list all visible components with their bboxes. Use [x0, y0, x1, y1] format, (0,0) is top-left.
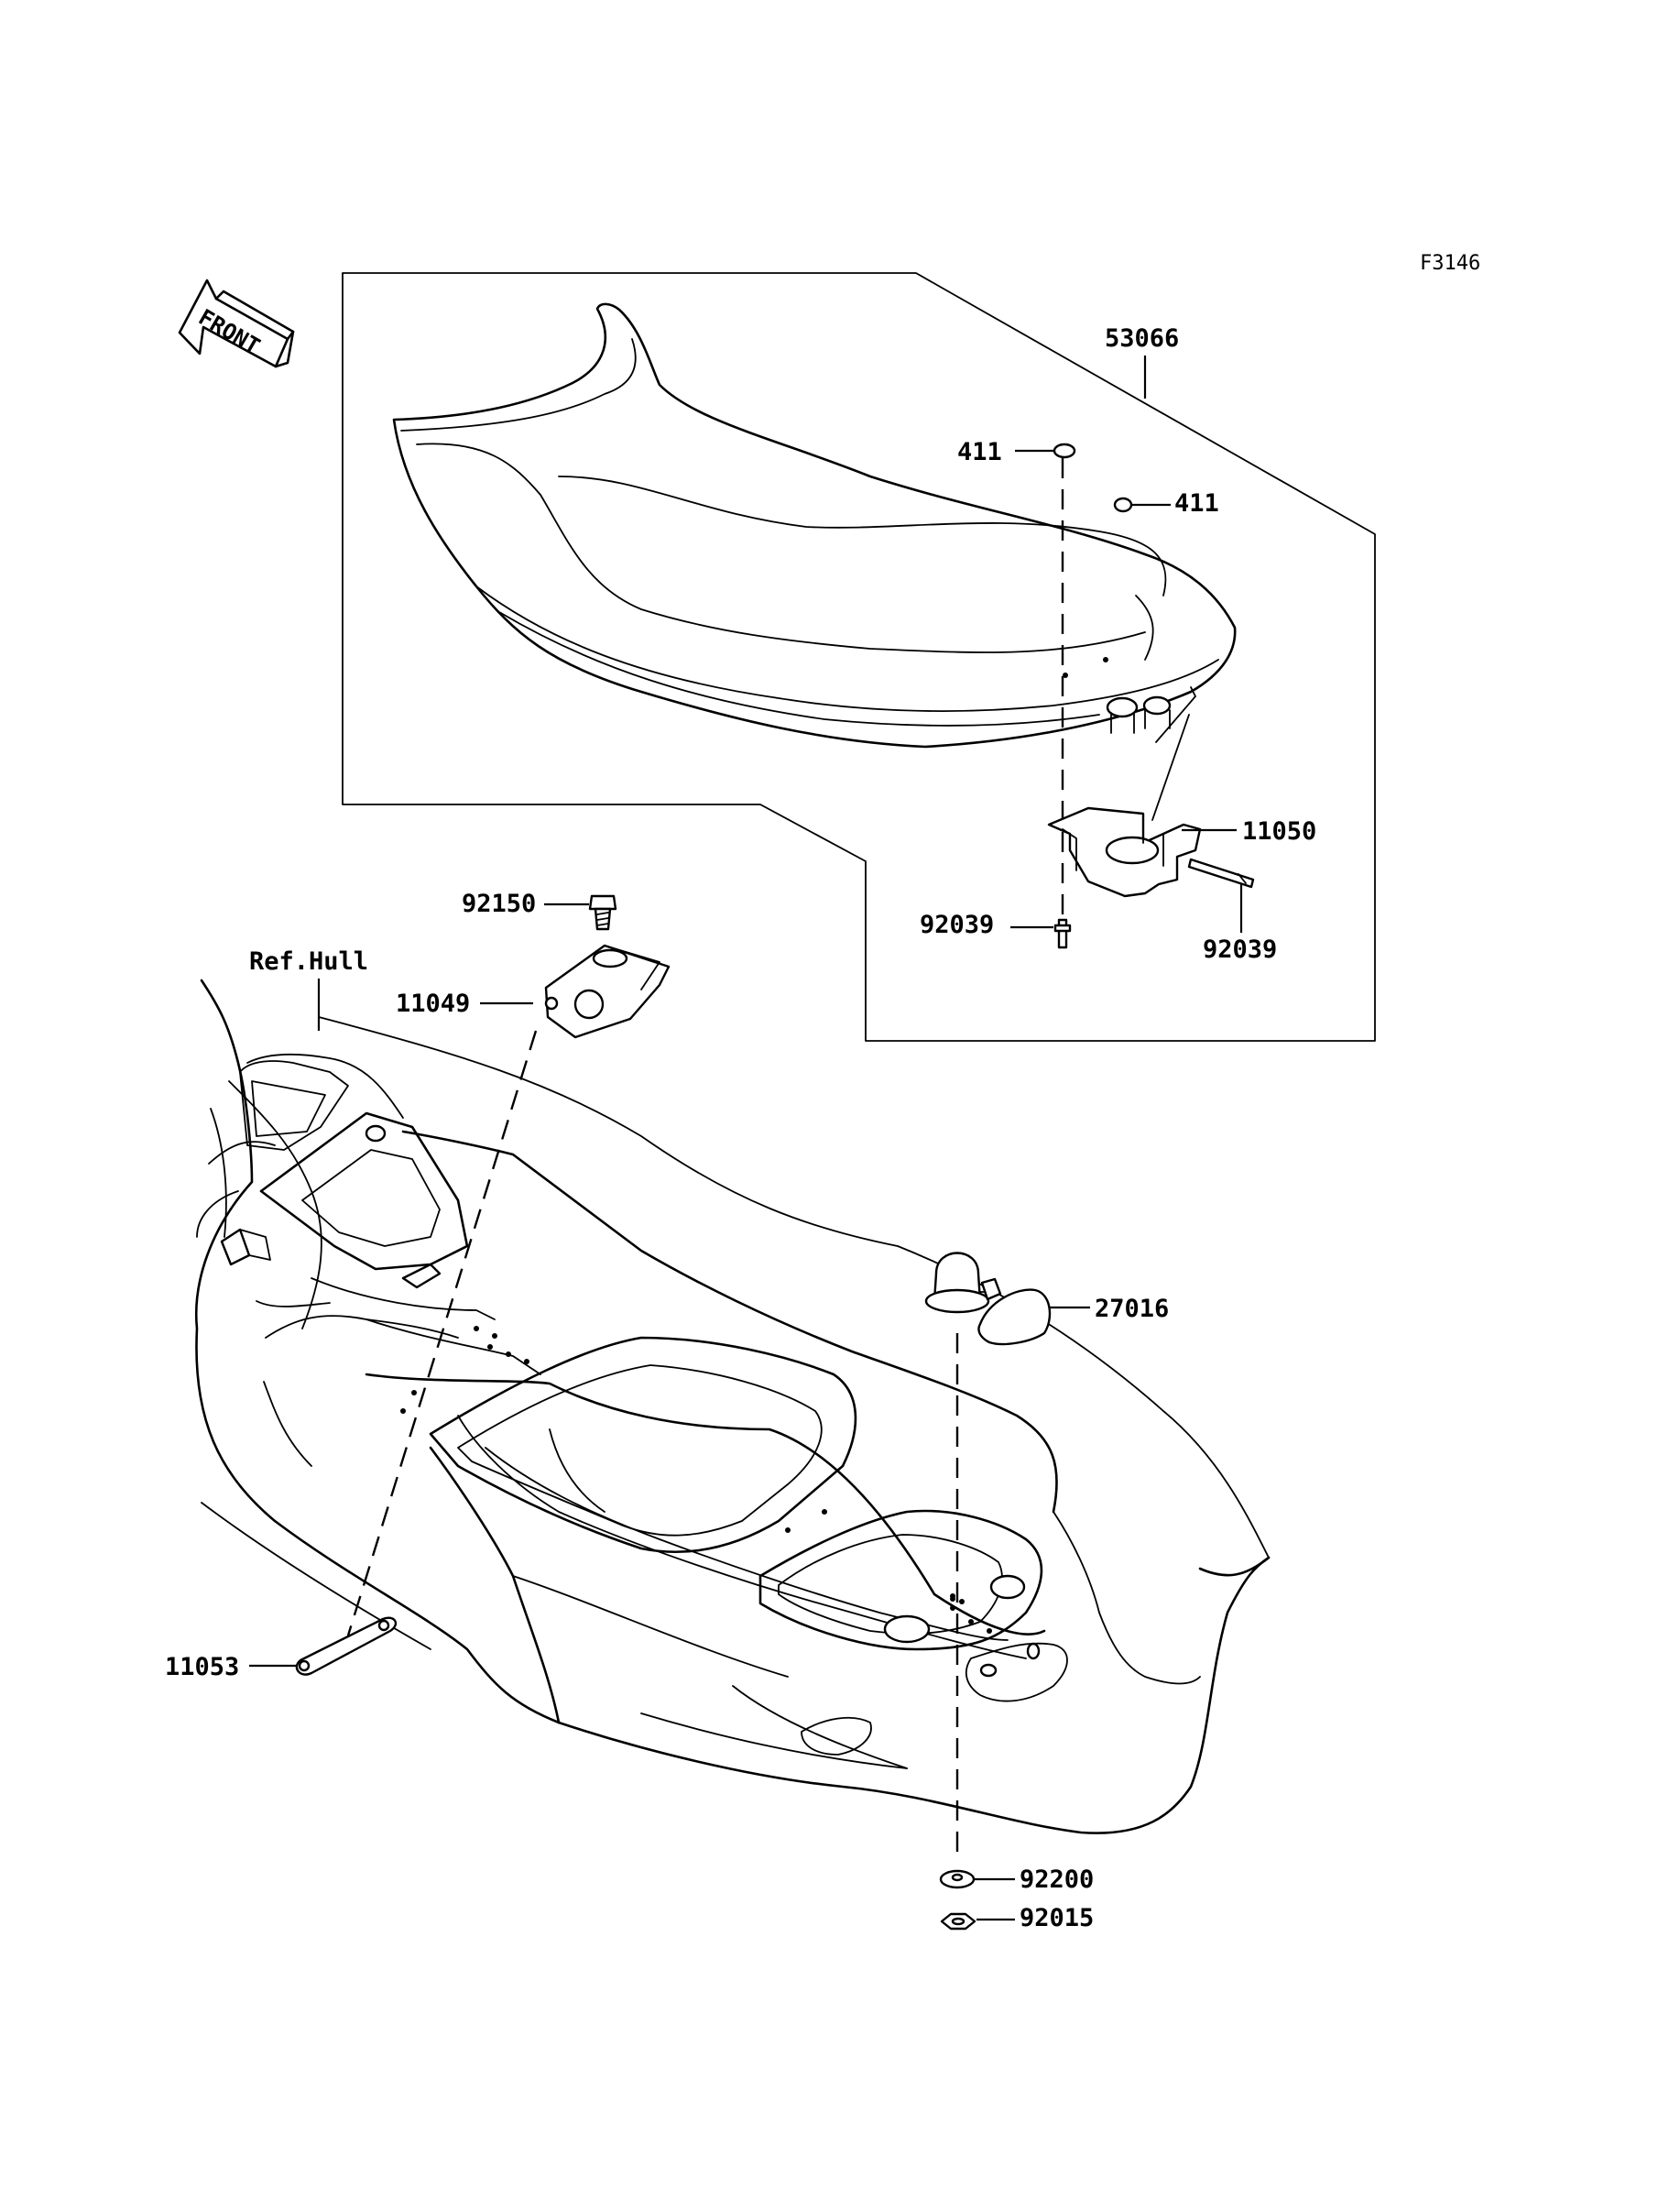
front-label: FRONT	[194, 304, 265, 359]
label-27016: 27016	[1095, 1295, 1169, 1323]
front-arrow-icon: FRONT	[178, 279, 295, 368]
pin-92039-left: 92039	[920, 911, 1072, 949]
seat-assembly-boundary	[342, 272, 1376, 1042]
cap-411-b: 411	[1113, 489, 1219, 518]
hull	[195, 979, 1271, 1834]
storage-compartment	[400, 1326, 1068, 1756]
plate-11053: 11053	[165, 1616, 398, 1681]
bolt-92150: 92150	[462, 890, 617, 931]
hull-bracket-11049: 11049	[396, 944, 671, 1039]
pin-92039-right: 92039	[1187, 858, 1277, 964]
label-53066: 53066	[1105, 324, 1179, 353]
ref-hull-label: Ref.Hull	[249, 947, 368, 976]
latch-bracket-11050: 11050	[1047, 686, 1316, 898]
cap-411-a: 411	[957, 438, 1076, 466]
washer-92200: 92200	[939, 1865, 1094, 1894]
label-92039-left: 92039	[920, 911, 994, 939]
label-11053: 11053	[165, 1653, 239, 1681]
label-92150: 92150	[462, 890, 536, 918]
seat	[392, 302, 1237, 749]
label-11049: 11049	[396, 990, 470, 1018]
figure-id: F3146	[1420, 252, 1480, 275]
label-411-b: 411	[1174, 489, 1219, 518]
label-411-a: 411	[957, 438, 1002, 466]
seat-lock-27016: 27016	[924, 1252, 1169, 1346]
label-92200: 92200	[1020, 1865, 1094, 1894]
alignment-line-bracket	[346, 1030, 538, 1636]
front-hatch	[220, 1060, 541, 1375]
label-92015: 92015	[1020, 1904, 1094, 1932]
label-11050: 11050	[1242, 817, 1316, 846]
label-92039-right: 92039	[1203, 935, 1277, 964]
nut-92015: 92015	[940, 1904, 1094, 1932]
